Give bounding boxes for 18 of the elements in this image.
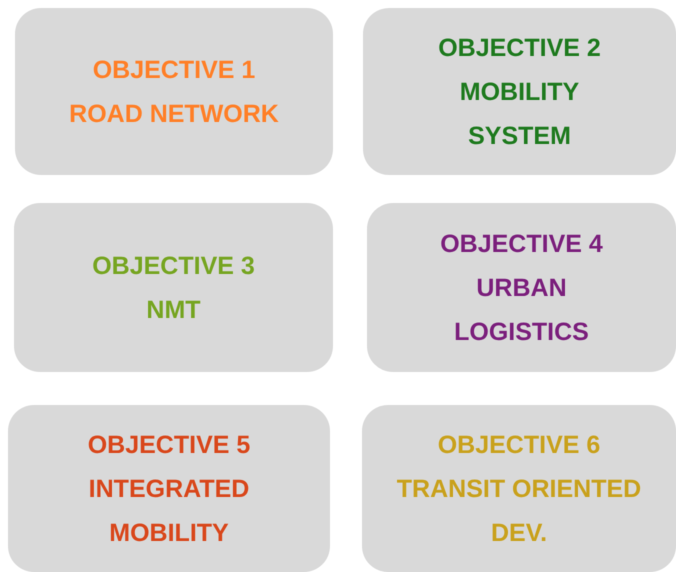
objective-title: TRANSIT ORIENTED DEV. (396, 474, 642, 548)
objective-title: URBAN LOGISTICS (453, 272, 590, 348)
objective-heading: OBJECTIVE 5 (88, 430, 250, 460)
objective-heading: OBJECTIVE 2 (438, 32, 601, 64)
objective-card (14, 203, 333, 372)
objective-title: INTEGRATED MOBILITY (88, 474, 250, 548)
objective-card (362, 405, 676, 572)
objective-heading: OBJECTIVE 6 (438, 430, 600, 460)
objective-heading: OBJECTIVE 3 (92, 250, 255, 282)
objective-title: MOBILITY SYSTEM (458, 76, 580, 152)
objective-card (15, 8, 333, 175)
objective-heading: OBJECTIVE 4 (440, 228, 603, 260)
objective-title: ROAD NETWORK (69, 98, 279, 130)
objective-heading: OBJECTIVE 1 (92, 54, 256, 86)
objective-card (8, 405, 330, 572)
objective-card (363, 8, 676, 175)
objective-title: NMT (146, 294, 201, 326)
objective-card (367, 203, 676, 372)
